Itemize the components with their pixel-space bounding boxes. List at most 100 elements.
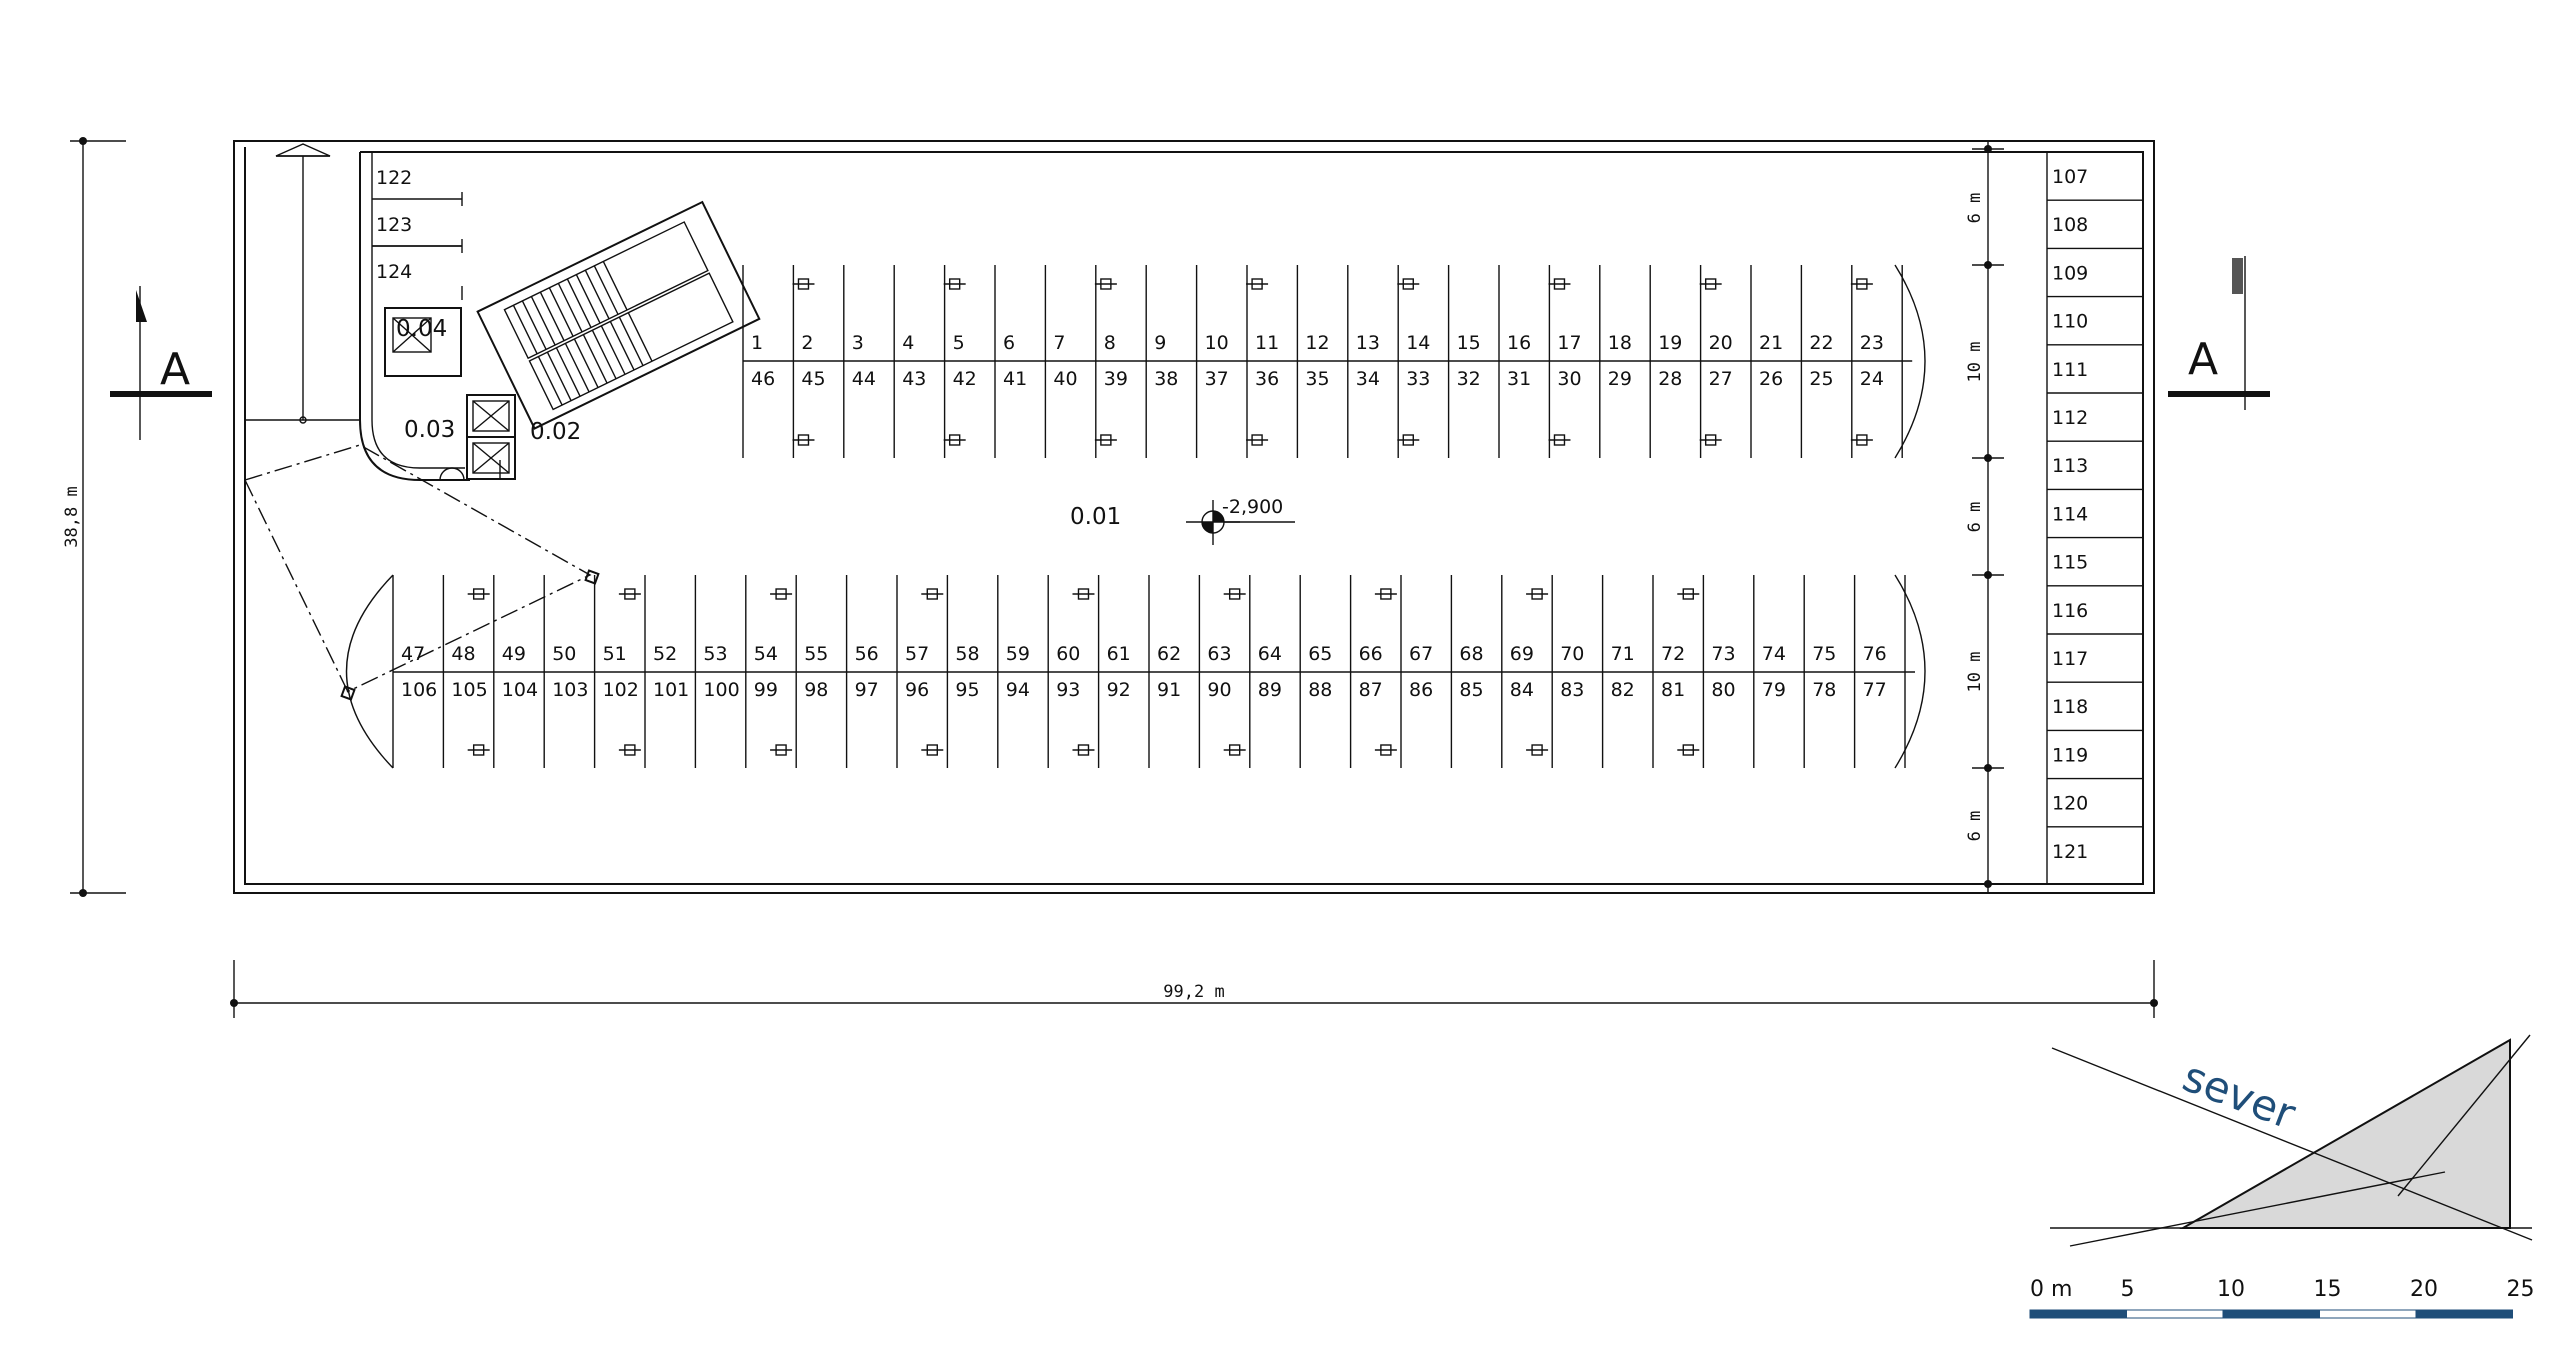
row1-top-space-number: 14 [1406, 332, 1430, 354]
room-label-main: 0.01 [1070, 504, 1121, 530]
section-marker-right: A [2168, 256, 2270, 410]
row1-top-space-number: 16 [1507, 332, 1531, 354]
right-space-number: 115 [2052, 552, 2088, 574]
row2-top-space-number: 76 [1863, 643, 1887, 665]
row2-bottom-space-number: 80 [1711, 679, 1735, 701]
left-space-number: 124 [376, 261, 412, 283]
level-text: -2,900 [1222, 496, 1283, 518]
row2-bottom-space-number: 82 [1611, 679, 1635, 701]
row1-top-space-number: 1 [751, 332, 763, 354]
room-label-shaft: 0.04 [396, 316, 447, 342]
row2-bottom-space-number: 78 [1812, 679, 1836, 701]
scale-label: 10 [2217, 1277, 2245, 1302]
row1-top-space-number: 8 [1104, 332, 1116, 354]
row2-top-space-number: 65 [1308, 643, 1332, 665]
row2-top-space-number: 66 [1359, 643, 1383, 665]
row1-bottom-space-number: 31 [1507, 368, 1531, 390]
right-space-number: 113 [2052, 455, 2088, 477]
row1-top-space-number: 7 [1053, 332, 1065, 354]
right-space-number: 111 [2052, 359, 2088, 381]
row2-top-space-number: 53 [703, 643, 727, 665]
row1-top-space-number: 2 [801, 332, 813, 354]
building-core [359, 152, 761, 481]
row1-bottom-space-number: 30 [1557, 368, 1581, 390]
row2-top-space-number: 60 [1056, 643, 1080, 665]
row1-bottom-space-number: 34 [1356, 368, 1380, 390]
section-label-left: A [160, 344, 190, 395]
row2-top-space-number: 70 [1560, 643, 1584, 665]
row1-top-space-number: 3 [852, 332, 864, 354]
row1-bottom-space-number: 41 [1003, 368, 1027, 390]
row2-top-space-number: 62 [1157, 643, 1181, 665]
row2-bottom-space-number: 105 [451, 679, 487, 701]
row2-bottom-space-number: 96 [905, 679, 929, 701]
row1-top-space-number: 9 [1154, 332, 1166, 354]
structural-columns [467, 278, 1873, 756]
row2-bottom-space-number: 87 [1359, 679, 1383, 701]
row-dim-1: 10 m [1965, 342, 1985, 383]
north-indicator: sever [2050, 1034, 2533, 1247]
row2-bottom-space-number: 97 [855, 679, 879, 701]
row2-bottom-space-number: 95 [955, 679, 979, 701]
dimension-height: 38,8 m [62, 137, 126, 897]
row2-top-space-number: 63 [1207, 643, 1231, 665]
right-space-number: 119 [2052, 744, 2088, 766]
guide-lines [244, 444, 600, 701]
width-label: 99,2 m [1163, 982, 1224, 1002]
right-space-number: 121 [2052, 841, 2088, 863]
north-label: sever [2176, 1052, 2302, 1139]
aisle-dim-1: 6 m [1965, 193, 1985, 224]
right-space-number: 114 [2052, 503, 2088, 525]
row1-top-space-number: 13 [1356, 332, 1380, 354]
row1-bottom-space-number: 28 [1658, 368, 1682, 390]
right-space-number: 117 [2052, 648, 2088, 670]
entrance-ramp [245, 143, 360, 424]
row1-bottom-space-number: 36 [1255, 368, 1279, 390]
row1-top-space-number: 22 [1809, 332, 1833, 354]
row2-top-space-number: 73 [1711, 643, 1735, 665]
row2-top-space-number: 75 [1812, 643, 1836, 665]
row2-bottom-space-number: 100 [703, 679, 739, 701]
row2-top-space-number: 72 [1661, 643, 1685, 665]
row1-bottom-space-number: 39 [1104, 368, 1128, 390]
row1-top-space-number: 5 [953, 332, 965, 354]
row2-bottom-space-number: 101 [653, 679, 689, 701]
row2-bottom-space-number: 93 [1056, 679, 1080, 701]
height-label: 38,8 m [62, 486, 82, 547]
scale-segment [2029, 1309, 2127, 1319]
row2-bottom-space-number: 98 [804, 679, 828, 701]
row1-top-space-number: 17 [1557, 332, 1581, 354]
row2-bottom-space-number: 88 [1308, 679, 1332, 701]
row1-top-space-number: 4 [902, 332, 914, 354]
row2-top-space-number: 49 [502, 643, 526, 665]
scale-label: 25 [2507, 1277, 2535, 1302]
row1-top-space-number: 18 [1608, 332, 1632, 354]
aisle-dim-2: 6 m [1965, 502, 1985, 533]
row2-bottom-space-number: 102 [603, 679, 639, 701]
row2-top-space-number: 74 [1762, 643, 1786, 665]
row1-top-space-number: 15 [1457, 332, 1481, 354]
row2-bottom-space-number: 89 [1258, 679, 1282, 701]
row2-bottom-space-number: 85 [1459, 679, 1483, 701]
left-space-number: 123 [376, 214, 412, 236]
row2-bottom-space-number: 83 [1560, 679, 1584, 701]
scale-label: 5 [2121, 1277, 2135, 1302]
right-space-number: 120 [2052, 793, 2088, 815]
dimension-aisles: 6 m 10 m 6 m 10 m 6 m [1965, 141, 2004, 893]
row2-top-space-number: 59 [1006, 643, 1030, 665]
row2-top-space-number: 58 [955, 643, 979, 665]
row2-bottom-space-number: 92 [1107, 679, 1131, 701]
row1-top-space-number: 11 [1255, 332, 1279, 354]
row2-top-space-number: 54 [754, 643, 778, 665]
row-dim-2: 10 m [1965, 652, 1985, 693]
right-space-number: 116 [2052, 600, 2088, 622]
row1-bottom-space-number: 42 [953, 368, 977, 390]
row2-top-space-number: 67 [1409, 643, 1433, 665]
section-label-right: A [2188, 334, 2218, 385]
row2-bottom-space-number: 106 [401, 679, 437, 701]
row2-bottom-space-number: 104 [502, 679, 538, 701]
row2-top-space-number: 51 [603, 643, 627, 665]
row2-bottom-space-number: 90 [1207, 679, 1231, 701]
